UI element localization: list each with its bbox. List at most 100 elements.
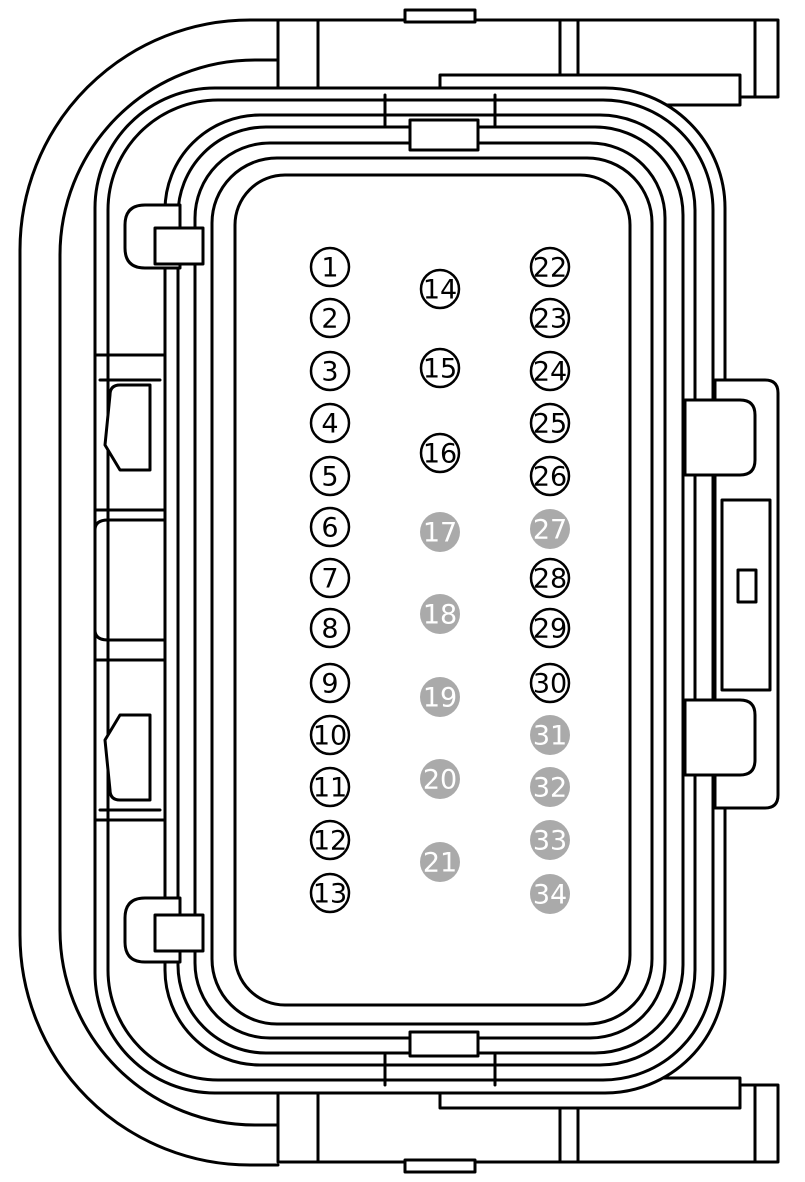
pin-label: 29 xyxy=(533,614,567,645)
pin-label: 34 xyxy=(533,880,567,911)
pin-18: 18 xyxy=(420,594,460,634)
pin-circle xyxy=(309,297,351,339)
pin-label: 23 xyxy=(533,304,567,335)
pin-circle xyxy=(529,662,571,704)
pin-13: 13 xyxy=(309,872,351,914)
pin-label: 15 xyxy=(423,354,457,385)
pin-label: 8 xyxy=(321,614,338,645)
pin-label: 27 xyxy=(533,515,567,546)
pin-31: 31 xyxy=(530,715,570,755)
pin-24: 24 xyxy=(529,350,571,392)
pin-circle xyxy=(309,350,351,392)
pin-circle xyxy=(420,594,460,634)
pin-label: 33 xyxy=(533,826,567,857)
pin-33: 33 xyxy=(530,820,570,860)
pin-12: 12 xyxy=(309,819,351,861)
pin-circle xyxy=(530,874,570,914)
pin-circle xyxy=(309,557,351,599)
pin-label: 19 xyxy=(423,683,457,714)
pin-label: 13 xyxy=(313,879,347,910)
pin-19: 19 xyxy=(420,677,460,717)
pin-circle xyxy=(419,432,461,474)
pin-circle xyxy=(419,268,461,310)
pin-label: 14 xyxy=(423,275,457,306)
pin-label: 12 xyxy=(313,826,347,857)
pin-label: 9 xyxy=(321,669,338,700)
pin-circle xyxy=(420,759,460,799)
pin-21: 21 xyxy=(420,842,460,882)
left-clip-bottom xyxy=(123,896,205,964)
pin-circle xyxy=(529,402,571,444)
pin-label: 1 xyxy=(321,253,338,284)
pin-circle xyxy=(420,512,460,552)
pin-label: 18 xyxy=(423,600,457,631)
pin-25: 25 xyxy=(529,402,571,444)
left-clip-top xyxy=(123,203,205,270)
pin-circle xyxy=(309,766,351,808)
pin-circle xyxy=(309,662,351,704)
pin-32: 32 xyxy=(530,767,570,807)
left-rib-upper xyxy=(93,353,167,512)
connector-housing xyxy=(18,8,780,1174)
pin-circle xyxy=(529,455,571,497)
pin-label: 28 xyxy=(533,564,567,595)
pin-9: 9 xyxy=(309,662,351,704)
pin-circle xyxy=(530,767,570,807)
left-rib-middle xyxy=(93,518,167,642)
pin-circle xyxy=(530,509,570,549)
pin-label: 30 xyxy=(533,669,567,700)
pin-circle xyxy=(309,402,351,444)
pin-11: 11 xyxy=(309,766,351,808)
pin-label: 5 xyxy=(321,462,338,493)
pin-circle xyxy=(309,455,351,497)
pin-23: 23 xyxy=(529,297,571,339)
pin-label: 2 xyxy=(321,304,338,335)
pin-label: 11 xyxy=(313,773,347,804)
pin-layer: 1234567891011121314151617181920212223242… xyxy=(309,246,571,914)
pin-circle xyxy=(529,297,571,339)
pin-circle xyxy=(420,677,460,717)
pin-circle xyxy=(529,557,571,599)
pin-label: 25 xyxy=(533,409,567,440)
pin-5: 5 xyxy=(309,455,351,497)
pin-circle xyxy=(309,819,351,861)
pin-circle xyxy=(309,607,351,649)
pin-label: 16 xyxy=(423,439,457,470)
pin-label: 21 xyxy=(423,848,457,879)
pin-28: 28 xyxy=(529,557,571,599)
pin-34: 34 xyxy=(530,874,570,914)
left-rib-lower xyxy=(93,658,167,822)
top-key-tab xyxy=(408,118,480,152)
pin-circle xyxy=(309,506,351,548)
pin-circle xyxy=(530,820,570,860)
pin-14: 14 xyxy=(419,268,461,310)
pin-6: 6 xyxy=(309,506,351,548)
right-side-latch xyxy=(683,378,780,810)
pin-29: 29 xyxy=(529,607,571,649)
pin-7: 7 xyxy=(309,557,351,599)
pin-16: 16 xyxy=(419,432,461,474)
pin-label: 32 xyxy=(533,773,567,804)
pin-label: 26 xyxy=(533,462,567,493)
pin-10: 10 xyxy=(309,714,351,756)
pin-15: 15 xyxy=(419,347,461,389)
bottom-key-tab xyxy=(408,1030,480,1058)
pin-17: 17 xyxy=(420,512,460,552)
pin-1: 1 xyxy=(309,246,351,288)
pin-label: 3 xyxy=(321,357,338,388)
pin-circle xyxy=(529,246,571,288)
pin-label: 31 xyxy=(533,721,567,752)
pin-circle xyxy=(529,350,571,392)
pin-30: 30 xyxy=(529,662,571,704)
pin-circle xyxy=(309,714,351,756)
pin-circle xyxy=(420,842,460,882)
pin-label: 6 xyxy=(321,513,338,544)
pin-label: 17 xyxy=(423,518,457,549)
housing-outer-arc-inner xyxy=(58,58,280,1127)
pin-3: 3 xyxy=(309,350,351,392)
pin-27: 27 xyxy=(530,509,570,549)
pin-label: 20 xyxy=(423,765,457,796)
pin-circle xyxy=(419,347,461,389)
pin-4: 4 xyxy=(309,402,351,444)
